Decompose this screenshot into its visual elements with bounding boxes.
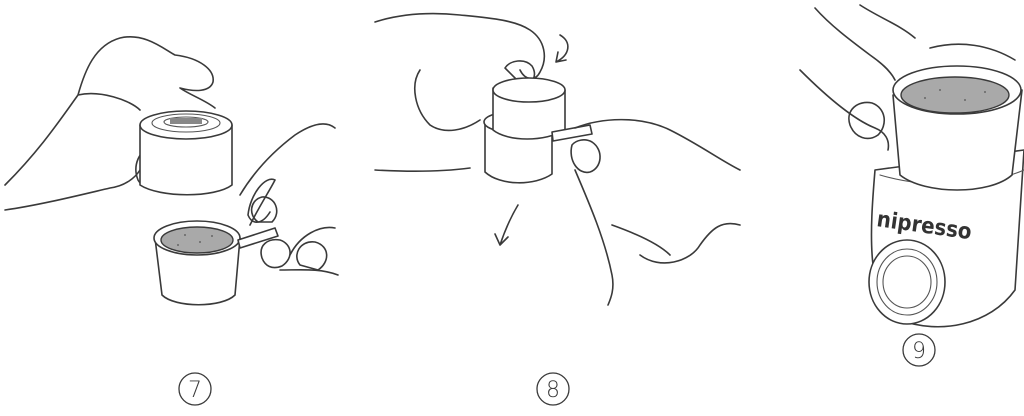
step-7-finger-2 xyxy=(261,240,290,268)
step-7-right-hand xyxy=(240,124,338,275)
step-9-panel: nipresso xyxy=(800,5,1024,327)
step-7-panel xyxy=(5,37,338,305)
filled-basket-icon xyxy=(893,44,1022,190)
step-number-7-label: 7 xyxy=(188,378,202,403)
water-tank-icon xyxy=(140,111,232,195)
step-number-8-label: 8 xyxy=(546,378,560,403)
coffee-scoop-icon xyxy=(154,221,278,305)
step-number-9-label: 9 xyxy=(912,339,926,364)
step-8-right-hand xyxy=(575,120,740,305)
rotate-arrow-bottom-icon xyxy=(495,205,518,245)
step-9-thumb xyxy=(849,102,884,138)
rotate-arrow-top-icon xyxy=(556,35,568,62)
step-8-panel xyxy=(375,14,740,305)
step-number-8: 8 xyxy=(537,373,569,405)
step-7-finger-3 xyxy=(297,242,327,270)
step-number-9: 9 xyxy=(903,334,935,366)
step-number-7: 7 xyxy=(179,373,211,405)
step-8-thumb xyxy=(571,140,600,173)
